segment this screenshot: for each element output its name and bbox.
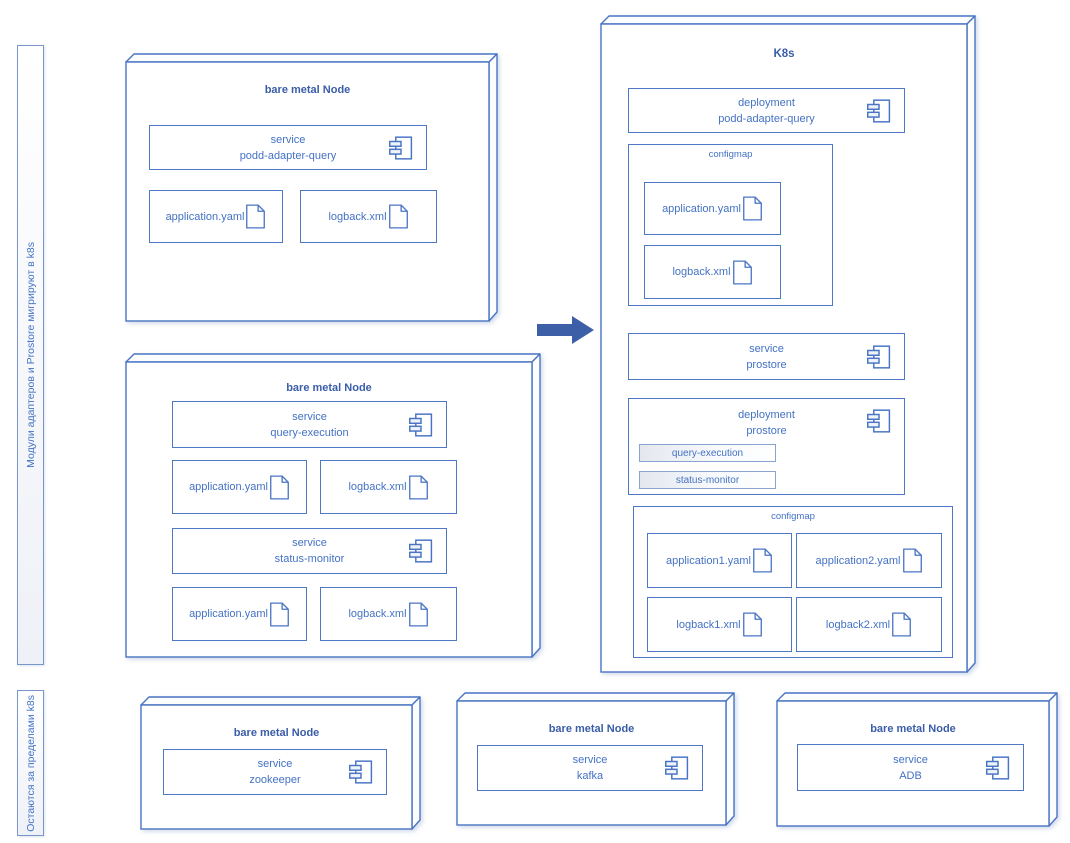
file-icon [902, 547, 923, 574]
service-box-prostore: service prostore [628, 333, 905, 380]
file-icon [269, 474, 290, 501]
file-name: logback1.xml [676, 618, 741, 631]
file-box-logback2-xml: logback2.xml [796, 597, 942, 652]
file-name: application.yaml [662, 202, 741, 215]
component-kind: deployment [738, 96, 795, 109]
component-kind: service [270, 133, 306, 146]
module-name: query-execution [671, 447, 744, 459]
component-kind: service [749, 342, 784, 355]
configmap-label: configmap [771, 511, 815, 522]
bare-metal-node-2: bare metal Node service query-execution … [125, 353, 542, 658]
configmap-group-1: configmap application.yaml logback.xml [628, 144, 833, 306]
component-name: zookeeper [249, 774, 301, 786]
component-icon [866, 407, 892, 435]
file-icon [742, 195, 763, 222]
component-name: podd-adapter-query [239, 149, 337, 162]
component-name: prostore [746, 358, 787, 371]
module-name: status-monitor [675, 474, 740, 486]
group-label-stay-outside-k8s: Остаются за пределами k8s [17, 690, 44, 836]
node-title: bare metal Node [233, 727, 320, 739]
file-box-application-yaml: application.yaml [644, 182, 781, 235]
file-icon [408, 474, 429, 501]
file-box-application2-yaml: application2.yaml [796, 533, 942, 588]
group-label-stay-text: Остаются за пределами k8s [24, 694, 37, 832]
component-icon [985, 754, 1011, 782]
component-name: query-execution [270, 426, 349, 439]
component-kind: service [257, 758, 293, 770]
file-name: application.yaml [165, 210, 245, 223]
node-title: bare metal Node [548, 723, 635, 735]
node-title: bare metal Node [286, 382, 372, 394]
file-icon [408, 601, 429, 628]
file-name: application1.yaml [666, 554, 751, 567]
file-icon [752, 547, 773, 574]
file-icon [891, 611, 912, 638]
component-name: status-monitor [274, 553, 345, 565]
service-box-query-execution: service query-execution [172, 401, 447, 448]
component-kind: service [893, 753, 928, 766]
file-icon [245, 203, 266, 230]
bare-metal-node-kafka: bare metal Node service kafka [456, 692, 736, 826]
bare-metal-node-adb: bare metal Node service ADB [776, 692, 1059, 827]
bare-metal-node-zookeeper: bare metal Node service zookeeper [140, 696, 422, 830]
service-box-adb: service ADB [797, 744, 1024, 791]
file-name: logback.xml [328, 210, 387, 223]
configmap-group-2: configmap application1.yaml application2… [633, 506, 953, 658]
node-title: bare metal Node [264, 84, 351, 96]
component-icon [408, 411, 434, 439]
component-icon [866, 97, 892, 125]
file-box-application-yaml: application.yaml [172, 460, 307, 514]
migration-arrow [537, 316, 594, 344]
component-name: prostore [746, 425, 787, 437]
component-name: podd-adapter-query [718, 112, 815, 125]
file-icon [732, 259, 753, 286]
component-icon [408, 537, 434, 565]
group-label-migrate-text: Модули адаптеров и Prostore мигрируют в … [24, 242, 37, 468]
service-box-zookeeper: service zookeeper [163, 749, 387, 795]
service-box-status-monitor: service status-monitor [172, 528, 447, 574]
file-icon [388, 203, 409, 230]
node-title: K8s [773, 48, 795, 60]
file-box-logback-xml: logback.xml [320, 587, 457, 641]
file-box-logback-xml: logback.xml [300, 190, 437, 243]
file-box-application1-yaml: application1.yaml [647, 533, 792, 588]
component-icon [388, 134, 414, 162]
file-box-application-yaml: application.yaml [149, 190, 283, 243]
deployment-box-prostore: deployment prostore query-execution stat… [628, 398, 905, 495]
component-kind: service [572, 754, 608, 766]
file-name: application.yaml [189, 608, 268, 620]
file-name: logback2.xml [825, 618, 891, 631]
component-icon [664, 754, 690, 782]
file-box-logback-xml: logback.xml [644, 245, 781, 299]
file-name: application.yaml [189, 481, 268, 493]
component-kind: service [292, 537, 327, 549]
file-box-logback1-xml: logback1.xml [647, 597, 792, 652]
file-box-application-yaml: application.yaml [172, 587, 307, 641]
component-name: kafka [576, 770, 604, 782]
service-box-podd-adapter-query: service podd-adapter-query [149, 125, 427, 170]
module-chip-query-execution: query-execution [639, 444, 776, 462]
file-name: application2.yaml [815, 554, 901, 567]
module-chip-status-monitor: status-monitor [639, 471, 776, 489]
configmap-label: configmap [708, 149, 753, 160]
file-box-logback-xml: logback.xml [320, 460, 457, 514]
deployment-box-podd-adapter-query: deployment podd-adapter-query [628, 88, 905, 133]
component-icon [866, 343, 892, 371]
file-name: logback.xml [348, 481, 407, 493]
node-title: bare metal Node [870, 723, 956, 735]
service-box-kafka: service kafka [477, 745, 703, 791]
component-icon [348, 758, 374, 786]
file-name: logback.xml [348, 608, 407, 620]
component-name: ADB [899, 769, 922, 782]
file-icon [269, 601, 290, 628]
component-kind: service [292, 410, 327, 423]
bare-metal-node-1: bare metal Node service podd-adapter-que… [125, 53, 499, 322]
group-label-migrate-to-k8s: Модули адаптеров и Prostore мигрируют в … [17, 45, 44, 665]
file-icon [742, 611, 763, 638]
file-name: logback.xml [672, 266, 731, 278]
k8s-node: K8s deployment podd-adapter-query config… [600, 15, 977, 673]
component-kind: deployment [738, 409, 795, 421]
